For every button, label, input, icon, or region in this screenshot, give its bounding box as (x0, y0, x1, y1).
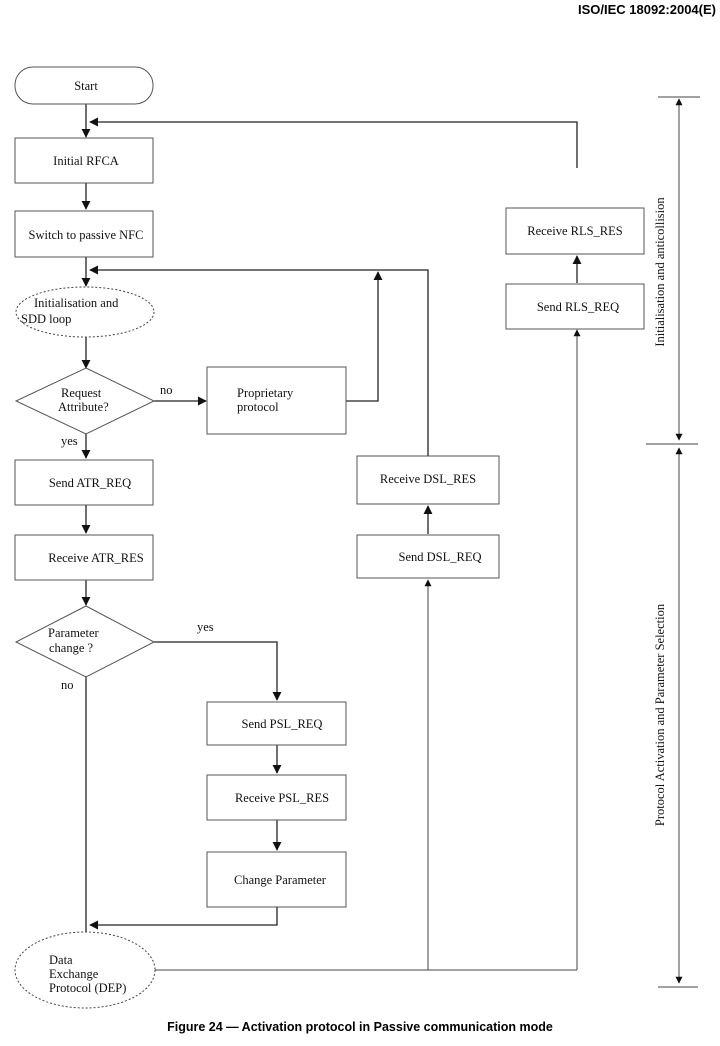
proprietary-label-1: Proprietary (237, 386, 294, 400)
parameter-change-label-1: Parameter (48, 626, 100, 640)
dep-node (14, 931, 156, 1009)
standard-id: ISO/IEC 18092:2004(E) (578, 2, 716, 17)
receive-rls-res-label: Receive RLS_RES (527, 224, 623, 238)
init-sdd-label-2: SDD loop (21, 312, 71, 326)
proprietary-label-2: protocol (237, 400, 279, 414)
send-psl-req-box (206, 701, 347, 746)
request-attribute-yes: yes (61, 434, 78, 448)
dep-label-1: Data (49, 953, 73, 967)
receive-rls-res-box (505, 207, 645, 255)
receive-atr-res-box (14, 534, 154, 581)
send-rls-req-label: Send RLS_REQ (537, 300, 619, 314)
send-rls-req-box (505, 283, 645, 330)
receive-dsl-res-box (356, 455, 500, 505)
receive-psl-res-label: Receive PSL_RES (235, 791, 329, 805)
send-dsl-req-box (356, 534, 500, 579)
phase-protocol-label: Protocol Activation and Parameter Select… (653, 603, 667, 826)
request-attribute-label-1: Request (61, 386, 102, 400)
send-psl-req-label: Send PSL_REQ (242, 717, 323, 731)
switch-passive-label: Switch to passive NFC (29, 228, 144, 242)
send-atr-req-label: Send ATR_REQ (49, 476, 131, 490)
request-attribute-decision (14, 367, 156, 435)
request-attribute-no: no (160, 383, 173, 397)
request-attribute-label-2: Attribute? (58, 400, 109, 414)
start-label: Start (74, 79, 98, 93)
parameter-change-yes: yes (197, 620, 214, 634)
send-atr-req-box (14, 459, 154, 506)
init-sdd-label-1: Initialisation and (34, 296, 119, 310)
receive-psl-res-box (206, 774, 347, 821)
parameter-change-decision (14, 605, 156, 678)
parameter-change-no: no (61, 678, 74, 692)
switch-passive-box (14, 210, 154, 258)
init-sdd-node (15, 286, 155, 338)
send-dsl-req-label: Send DSL_REQ (399, 550, 482, 564)
dep-label-3: Protocol (DEP) (49, 981, 126, 995)
start-node (14, 66, 154, 105)
receive-atr-res-label: Receive ATR_RES (48, 551, 144, 565)
initial-rfca-label: Initial RFCA (53, 154, 119, 168)
parameter-change-label-2: change ? (49, 641, 94, 655)
change-parameter-label: Change Parameter (234, 873, 327, 887)
proprietary-box (206, 366, 347, 435)
receive-dsl-res-label: Receive DSL_RES (380, 472, 476, 486)
dep-label-2: Exchange (49, 967, 99, 981)
figure-caption: Figure 24 — Activation protocol in Passi… (167, 1020, 553, 1034)
change-parameter-box (206, 851, 347, 908)
phase-init-label: Initialisation and anticollision (653, 197, 667, 347)
initial-rfca-box (14, 137, 154, 184)
